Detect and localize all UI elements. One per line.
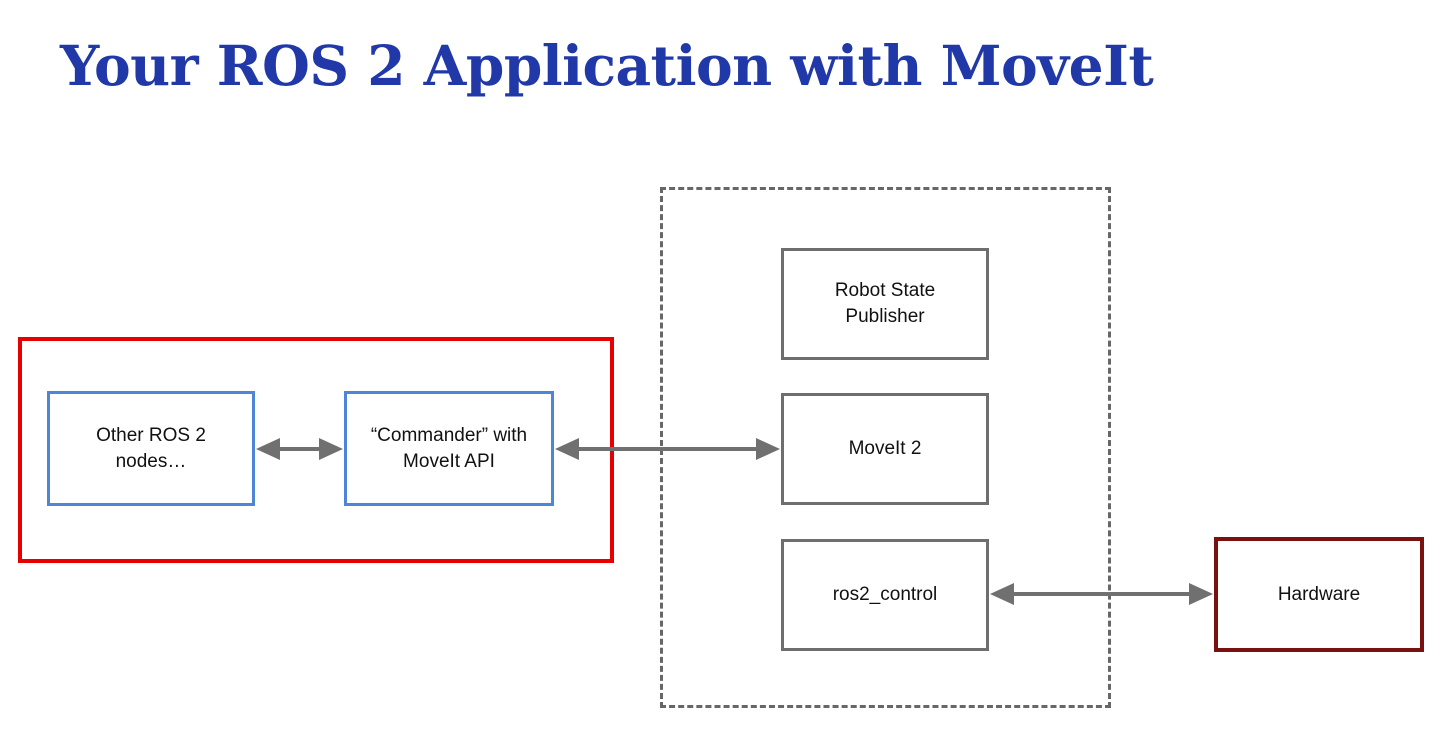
node-robot-state-publisher[interactable]: Robot State Publisher <box>781 248 989 360</box>
node-other-ros2-nodes[interactable]: Other ROS 2 nodes… <box>47 391 255 506</box>
node-moveit-2[interactable]: MoveIt 2 <box>781 393 989 505</box>
node-commander[interactable]: “Commander” with MoveIt API <box>344 391 554 506</box>
page-title: Your ROS 2 Application with MoveIt <box>60 33 1154 98</box>
node-ros2-control[interactable]: ros2_control <box>781 539 989 651</box>
node-hardware[interactable]: Hardware <box>1214 537 1424 652</box>
